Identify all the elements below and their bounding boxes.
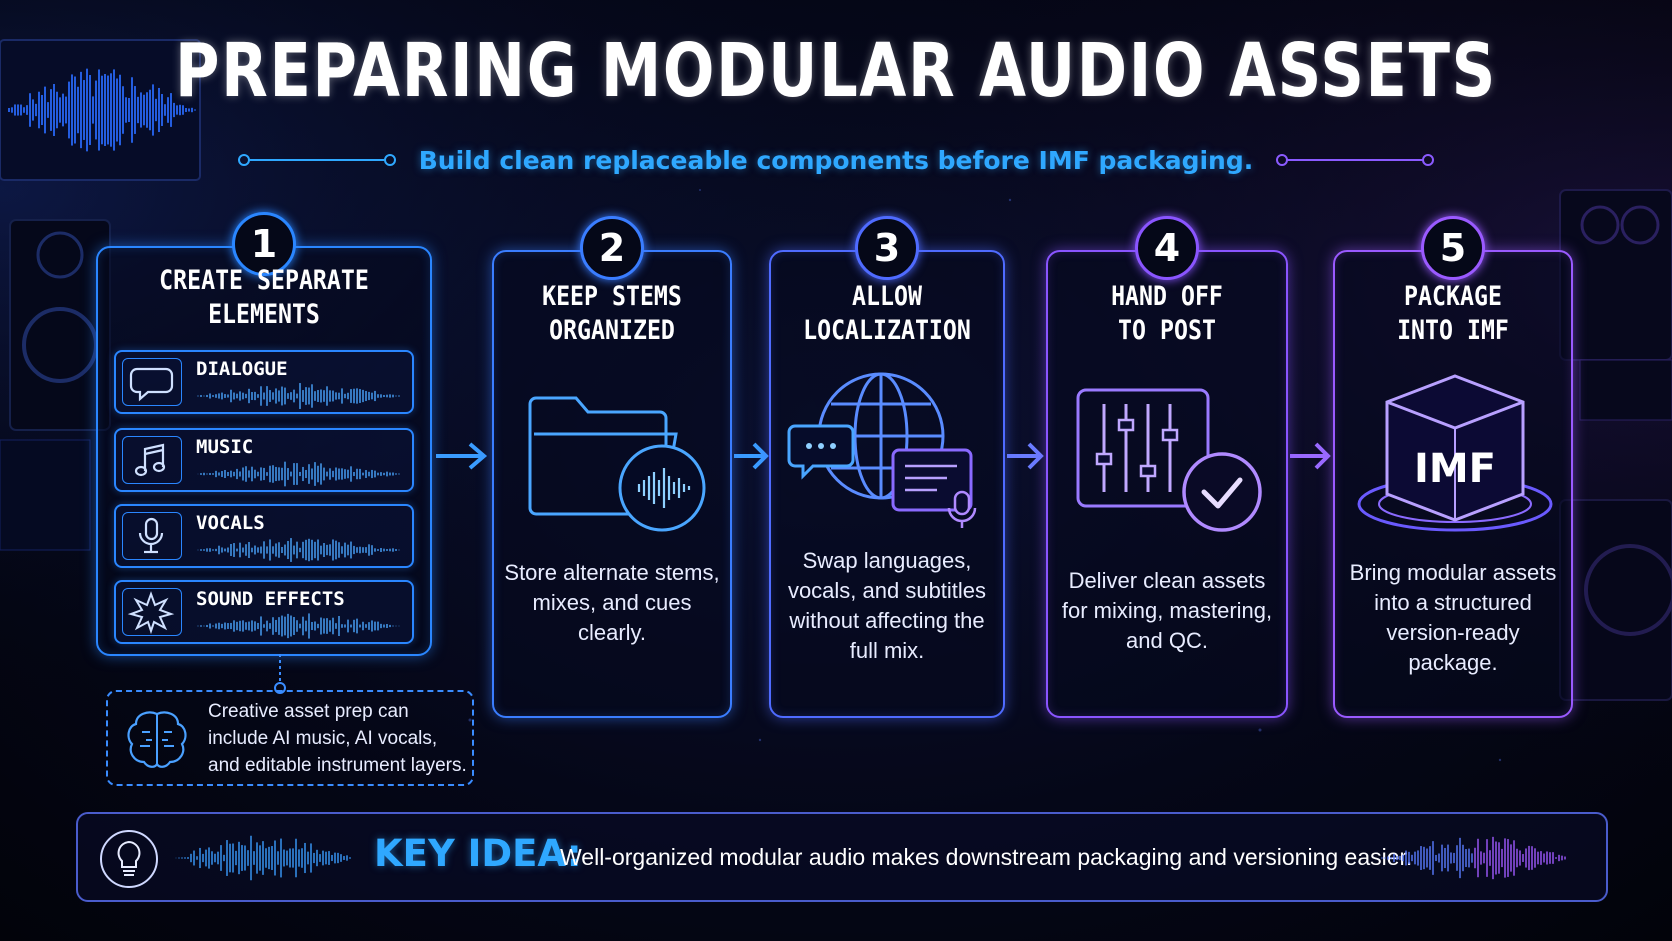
waveform-icon [175, 835, 351, 881]
waveform-icon [197, 538, 400, 562]
step-card-2: 2 KEEP STEMS ORGANIZED Store alternate s… [492, 216, 732, 718]
step-description: Store alternate stems, mixes, and cues c… [504, 560, 720, 645]
step-card-4: 4 HAND OFF TO POST Deliver clean assets … [1046, 216, 1288, 718]
arrow-right-icon [1290, 442, 1331, 470]
subtitle-left-ornament [237, 154, 396, 166]
step-card-5: 5 PACKAGE INTO IMF IMF Bring modular ass… [1333, 216, 1573, 718]
step-number-badge: 3 [855, 216, 919, 280]
element-row-music: MUSIC [114, 428, 414, 492]
page-subtitle: Build clean replaceable components befor… [418, 145, 1254, 175]
step-title: HAND OFF TO POST [1111, 281, 1223, 346]
arrow-right-icon [1007, 442, 1044, 470]
brain-icon [127, 711, 187, 768]
globe-chat-icon [787, 372, 977, 528]
step-description: Bring modular assets into a structured v… [1349, 560, 1557, 675]
element-label: SOUND EFFECTS [196, 588, 345, 610]
imf-cube-icon: IMF [1357, 374, 1553, 532]
element-label: DIALOGUE [196, 358, 288, 380]
arrow-right-icon [734, 442, 769, 470]
step-description: Deliver clean assets for mixing, masteri… [1061, 568, 1273, 653]
music-note-icon [122, 436, 182, 484]
mixer-check-icon [1076, 388, 1262, 532]
key-idea-label: KEY IDEA: [374, 832, 582, 875]
page-title: PREPARING MODULAR AUDIO ASSETS [174, 28, 1498, 114]
step-card-3: 3 ALLOW LOCALIZATION Swap languages, voc… [769, 216, 1005, 718]
ai-asset-note: Creative asset prep can include AI music… [106, 690, 474, 786]
step-number-badge: 1 [232, 212, 296, 276]
key-idea-text: Well-organized modular audio makes downs… [560, 844, 1413, 870]
subtitle-row: Build clean replaceable components befor… [0, 142, 1672, 178]
step-title: PACKAGE INTO IMF [1397, 281, 1509, 346]
step-number-badge: 2 [580, 216, 644, 280]
key-idea-bar: KEY IDEA: Well-organized modular audio m… [76, 812, 1608, 902]
waveform-icon [197, 613, 400, 639]
element-row-vocals: VOCALS [114, 504, 414, 568]
step-description: Swap languages, vocals, and subtitles wi… [787, 548, 987, 663]
step-title: CREATE SEPARATE ELEMENTS [159, 265, 369, 330]
cube-label: IMF [1414, 446, 1496, 492]
step-title: ALLOW LOCALIZATION [803, 281, 971, 346]
element-row-dialogue: DIALOGUE [114, 350, 414, 414]
note-text: Creative asset prep can include AI music… [208, 701, 467, 776]
note-connector [274, 654, 286, 694]
step-title: KEEP STEMS ORGANIZED [542, 281, 682, 346]
subtitle-right-ornament [1276, 154, 1435, 166]
microphone-icon [122, 512, 182, 560]
arrow-right-icon [436, 442, 488, 470]
waveform-icon [1381, 836, 1566, 880]
element-row-sound-effects: SOUND EFFECTS [114, 580, 414, 644]
step-card-1: 1 CREATE SEPARATE ELEMENTS DIALOGUE MUSI… [96, 212, 432, 656]
lightbulb-icon [100, 830, 158, 888]
folder-waveform-icon [528, 396, 706, 532]
element-label: MUSIC [196, 436, 254, 458]
element-label: VOCALS [196, 512, 265, 534]
waveform-icon [197, 461, 400, 487]
step-number-badge: 5 [1421, 216, 1485, 280]
waveform-icon [197, 383, 400, 409]
step-number-badge: 4 [1135, 216, 1199, 280]
burst-icon [122, 588, 182, 636]
speech-bubble-icon [122, 358, 182, 406]
